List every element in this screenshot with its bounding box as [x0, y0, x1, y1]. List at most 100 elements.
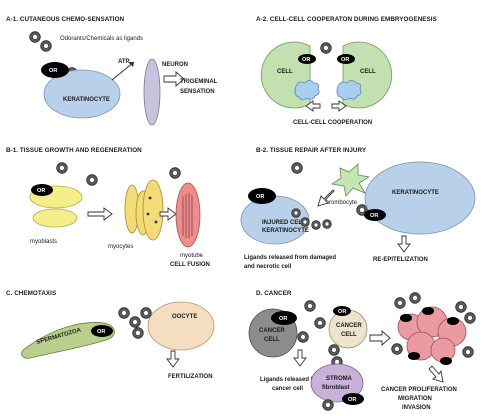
myoblasts-label: myoblasts: [30, 239, 57, 245]
arrow-left: [305, 100, 321, 112]
panel-a2-title: A-2. CELL-CELL COOPERATON DURING EMBRYOG…: [256, 16, 437, 23]
receptor-small: [333, 306, 351, 316]
receptor-right: [337, 54, 355, 64]
ligand-ring: [322, 399, 334, 411]
receptor-left-label: OR: [256, 194, 264, 200]
receptor-main: [271, 311, 297, 325]
thrombocyte-shape: [330, 163, 371, 197]
ligands-line2: cancer cell: [272, 386, 303, 392]
stroma-line1: STROMA: [326, 376, 353, 382]
signal-cloud-left: [294, 80, 320, 101]
ligand-ring: [86, 174, 98, 186]
panel-b1-title: B-1. TISSUE GROWTH AND REGENERATION: [6, 147, 142, 154]
arrow-to-myotube: [159, 207, 177, 221]
fertilization-label: FERTILIZATION: [168, 374, 213, 380]
outcome-line3: INVASION: [402, 405, 431, 411]
injured-cell-label: INJURED CELL: [262, 220, 306, 226]
ligand-ring: [409, 292, 421, 304]
ligand-ring: [291, 208, 301, 218]
ligand-ring: [297, 331, 309, 343]
oocyte-label: OOCYTE: [172, 314, 197, 320]
nucleus-dot: [154, 220, 158, 224]
cancer-right-line1: CANCER: [336, 323, 362, 329]
arrow-thrombo-to-injured: [317, 189, 335, 207]
tumor-receptor: [447, 317, 459, 325]
panel-a1: A-1. CUTANEOUS CHEMO-SENSATION Odorants/…: [6, 16, 218, 126]
arrow-down: [166, 350, 180, 368]
receptor-stroma: [342, 393, 364, 405]
panel-a1-title: A-1. CUTANEOUS CHEMO-SENSATION: [6, 16, 125, 23]
ligand-ring: [291, 162, 303, 174]
panel-d-title: D. CANCER: [256, 290, 292, 297]
ligand-ring: [455, 301, 467, 313]
nucleus-dot: [146, 212, 150, 216]
panel-c: C. CHEMOTAXIS SPERMATOZOA OOCYTE OR FERT…: [6, 290, 215, 380]
atp-arrow: [111, 61, 135, 81]
receptor-left: [248, 188, 276, 204]
ligand-ring: [320, 42, 332, 54]
ligand-ring: [304, 300, 316, 312]
panel-a2: A-2. CELL-CELL COOPERATON DURING EMBRYOG…: [256, 16, 437, 126]
receptor: [31, 184, 53, 196]
ligand-ring: [29, 31, 41, 43]
receptor-left-label: OR: [302, 57, 310, 63]
cancer-left-line2: CELL: [264, 337, 280, 343]
atp-label: ATP: [118, 59, 130, 65]
myocyte-3: [142, 179, 164, 241]
cell-left-label: CELL: [277, 69, 293, 75]
panel-c-title: C. CHEMOTAXIS: [6, 290, 56, 297]
ligand-ring: [56, 162, 68, 174]
keratinocyte-label: KERATINOCYTE: [63, 97, 110, 103]
fusion-label: CELL FUSION: [170, 262, 210, 268]
reepithelization-label: RE-EPITELIZATION: [373, 257, 428, 263]
ligands-line2: and necrotic cell: [244, 264, 292, 270]
atp-arrowhead: [128, 62, 134, 67]
stroma-fibroblast: [310, 363, 364, 403]
keratinocyte-cell: [364, 161, 476, 235]
cancer-left-line1: CANCER: [259, 328, 285, 334]
myotube-label: myotube: [180, 253, 204, 259]
myotube-striations: [182, 193, 193, 238]
receptor-label: OR: [49, 68, 57, 74]
tumor-receptor: [400, 314, 412, 322]
ligands-line1: Ligands released from damaged: [244, 255, 336, 261]
receptor-label: OR: [97, 329, 105, 335]
nucleus-dot: [148, 196, 152, 200]
receptor-small-label: OR: [338, 309, 346, 315]
arrow-to-myocytes: [87, 207, 113, 221]
keratinocyte-cell: [43, 69, 121, 119]
arrow-down: [293, 349, 307, 367]
sensation-arrow: [163, 71, 185, 87]
stroma-line2: fibroblast: [322, 385, 349, 391]
panel-b2-title: B-2. TISSUE REPAIR AFTER INJURY: [256, 147, 367, 154]
panel-b2: B-2. TISSUE REPAIR AFTER INJURY thromboc…: [240, 147, 476, 270]
receptor-left: [298, 54, 316, 64]
ligands-label: Odorants/Chemicals as ligands: [60, 36, 143, 42]
ligand-ring: [394, 297, 406, 309]
ligand-ring: [118, 307, 130, 319]
arrow-down: [397, 235, 411, 253]
trigeminal-label: TRIGEMINAL: [180, 79, 218, 85]
receptor-right: [364, 209, 386, 221]
injured-keratinocyte-label: KERATINOCYTE: [262, 228, 309, 234]
ligand-ring: [169, 167, 181, 179]
cell-right-label: CELL: [360, 69, 376, 75]
ligand-ring: [129, 316, 141, 328]
outcome-line1: CANCER PROLIFERATION: [381, 387, 457, 393]
receptor: [91, 325, 113, 337]
tumor-receptor: [440, 357, 452, 365]
neuron-label: NEURON: [162, 62, 188, 68]
receptor-main-label: OR: [279, 316, 287, 322]
arrow-to-outcome: [428, 365, 444, 383]
thrombocyte-label: thrombocyte: [324, 200, 358, 206]
ligand-ring: [328, 344, 340, 356]
panel-b1: B-1. TISSUE GROWTH AND REGENERATION OR m…: [6, 147, 210, 268]
ligand-ring: [464, 312, 476, 324]
tumor-receptor: [422, 307, 434, 315]
keratinocyte-label: KERATINOCYTE: [392, 190, 439, 196]
ligand-ring: [300, 217, 310, 227]
ligand-ring: [311, 220, 321, 230]
myocytes-label: myocytes: [108, 244, 133, 250]
arrow-right: [331, 100, 347, 112]
